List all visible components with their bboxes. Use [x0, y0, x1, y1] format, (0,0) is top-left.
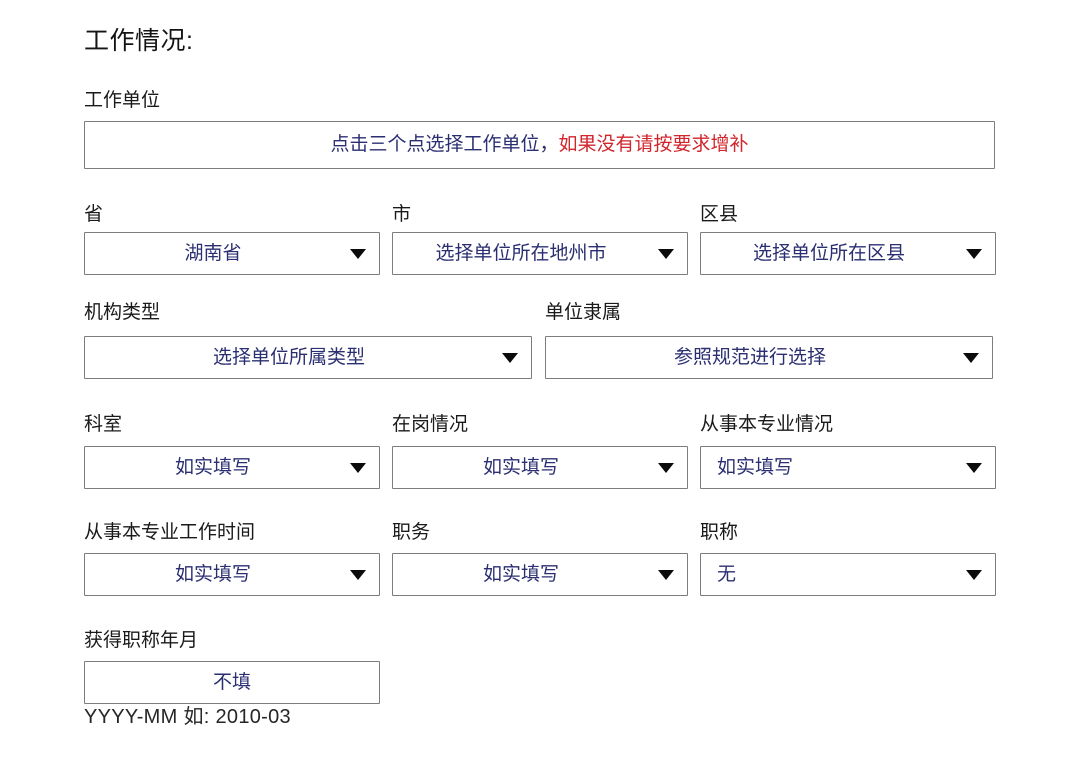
on-post-select[interactable]: 如实填写 [392, 446, 688, 489]
label-title-date: 获得职称年月 [84, 630, 199, 651]
work-unit-warning-text: 如果没有请按要求增补 [558, 134, 749, 155]
position-value: 如实填写 [482, 563, 559, 585]
label-district: 区县 [700, 204, 739, 225]
chevron-down-icon[interactable] [649, 462, 687, 474]
chevron-down-icon[interactable] [341, 569, 379, 581]
district-select[interactable]: 选择单位所在区县 [700, 232, 996, 275]
label-department: 科室 [84, 414, 123, 435]
position-select[interactable]: 如实填写 [392, 553, 688, 596]
label-on-post: 在岗情况 [392, 414, 469, 435]
chevron-down-icon[interactable] [341, 462, 379, 474]
work-unit-value: 点击三个点选择工作单位，如果没有请按要求增补 [330, 133, 748, 157]
label-affiliation: 单位隶属 [545, 302, 622, 323]
department-value: 如实填写 [174, 456, 251, 478]
on-post-value: 如实填写 [482, 456, 559, 478]
work-years-select[interactable]: 如实填写 [84, 553, 380, 596]
province-select[interactable]: 湖南省 [84, 232, 380, 275]
title-select[interactable]: 无 [700, 553, 996, 596]
affiliation-value: 参照规范进行选择 [673, 346, 826, 368]
city-value: 选择单位所在地州市 [435, 242, 607, 264]
label-major-status: 从事本专业情况 [700, 414, 834, 435]
affiliation-select[interactable]: 参照规范进行选择 [545, 336, 993, 379]
chevron-down-icon[interactable] [649, 569, 687, 581]
work-unit-input[interactable]: 点击三个点选择工作单位，如果没有请按要求增补 [84, 121, 995, 169]
label-province: 省 [84, 204, 104, 225]
org-type-value: 选择单位所属类型 [212, 346, 365, 368]
title-date-hint: YYYY-MM 如: 2010-03 [84, 706, 291, 728]
org-type-select[interactable]: 选择单位所属类型 [84, 336, 532, 379]
work-years-value: 如实填写 [174, 563, 251, 585]
chevron-down-icon[interactable] [341, 248, 379, 260]
label-city: 市 [392, 204, 412, 225]
title-date-input[interactable]: 不填 [84, 661, 380, 704]
district-value: 选择单位所在区县 [752, 242, 905, 264]
label-title: 职称 [700, 522, 739, 543]
label-work-unit: 工作单位 [84, 90, 161, 111]
major-status-value: 如实填写 [717, 456, 794, 478]
chevron-down-icon[interactable] [957, 248, 995, 260]
work-unit-primary-text: 点击三个点选择工作单位， [330, 134, 559, 155]
chevron-down-icon[interactable] [493, 352, 531, 364]
department-select[interactable]: 如实填写 [84, 446, 380, 489]
title-date-value: 不填 [212, 671, 251, 693]
province-value: 湖南省 [184, 242, 242, 264]
title-value: 无 [717, 563, 737, 585]
label-work-years: 从事本专业工作时间 [84, 522, 256, 543]
label-position: 职务 [392, 522, 431, 543]
chevron-down-icon[interactable] [954, 352, 992, 364]
city-select[interactable]: 选择单位所在地州市 [392, 232, 688, 275]
label-org-type: 机构类型 [84, 302, 161, 323]
chevron-down-icon[interactable] [957, 462, 995, 474]
chevron-down-icon[interactable] [649, 248, 687, 260]
major-status-select[interactable]: 如实填写 [700, 446, 996, 489]
chevron-down-icon[interactable] [957, 569, 995, 581]
page-title: 工作情况: [84, 27, 194, 55]
